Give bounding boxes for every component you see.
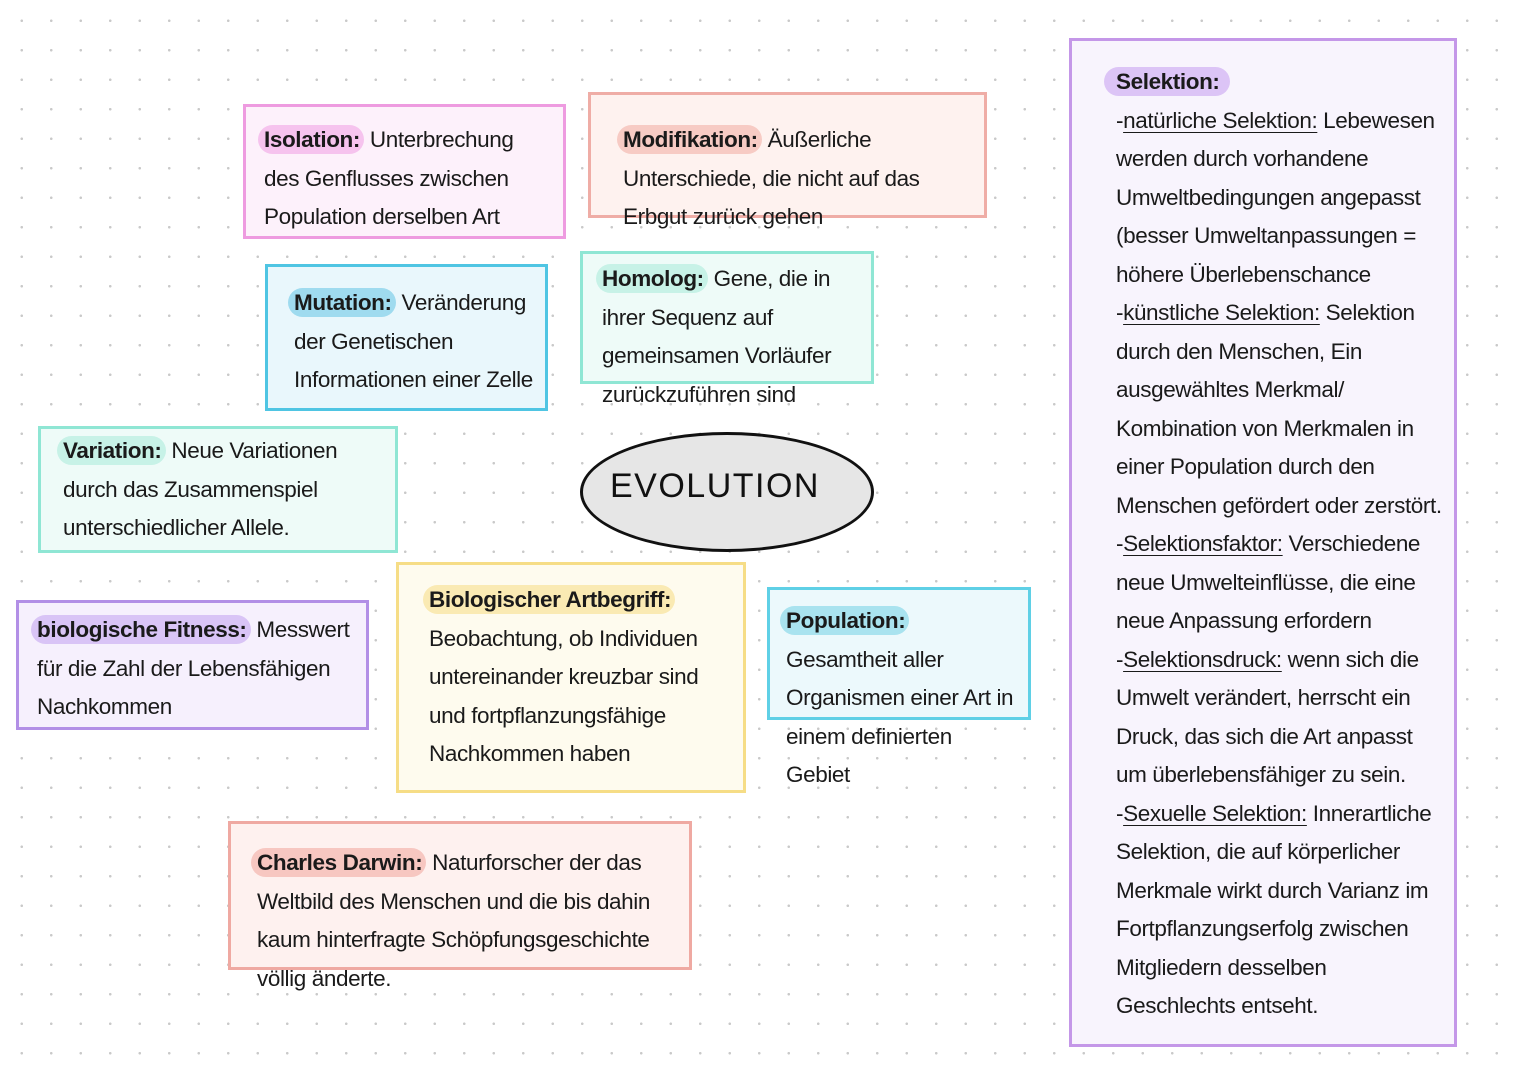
item-prefix: -	[1116, 107, 1124, 133]
item-text: Verschiedene neue Umwelteinflüsse, die e…	[1116, 531, 1421, 633]
item-text: Lebewesen werden durch vorhandene Umwelt…	[1116, 107, 1435, 287]
central-topic-label: EVOLUTION	[610, 466, 820, 505]
item-text: wenn sich die Umwelt verändert, herrscht…	[1116, 646, 1419, 788]
selektion-item: -natürliche Selektion: Lebewesen werden …	[1116, 102, 1444, 295]
card-homolog: Homolog: Gene, die in ihrer Sequenz auf …	[580, 251, 874, 407]
card-population: Population: Gesamtheit aller Organismen …	[767, 587, 1031, 787]
selektion-item: -künstliche Selektion: Selektion durch d…	[1116, 294, 1444, 525]
item-text: Innerartliche Selektion, die auf körperl…	[1116, 800, 1432, 1019]
term-label: Biologischer Artbegriff:	[423, 585, 676, 614]
definition-text: Veränderung der Genetischen Informatione…	[294, 290, 533, 392]
term-label: Modifikation:	[617, 125, 762, 154]
definition-text: Gene, die in ihrer Sequenz auf gemeinsam…	[602, 266, 832, 407]
card-charles-darwin: Charles Darwin: Naturforscher der das We…	[228, 821, 692, 991]
selektion-item: -Selektionsdruck: wenn sich die Umwelt v…	[1116, 641, 1444, 795]
item-subterm: Selektionsfaktor:	[1123, 531, 1283, 556]
item-prefix: -	[1116, 531, 1124, 556]
card-selektion: Selektion: -natürliche Selektion: Lebewe…	[1069, 38, 1457, 1047]
item-prefix: -	[1116, 646, 1124, 672]
definition-text: Neue Variationen durch das Zusammenspiel…	[63, 438, 338, 540]
card-biologische-fitness: biologische Fitness: Messwert für die Za…	[16, 600, 369, 730]
term-label: Selektion:	[1104, 67, 1230, 96]
term-label: biologische Fitness:	[31, 615, 251, 644]
item-prefix: -	[1116, 800, 1124, 826]
term-label: Variation:	[57, 436, 166, 465]
card-modifikation: Modifikation: Äußerliche Unterschiede, d…	[588, 92, 987, 229]
term-label: Isolation:	[258, 125, 364, 154]
term-label: Homolog:	[596, 264, 708, 293]
selektion-item: -Sexuelle Selektion: Innerartliche Selek…	[1116, 795, 1444, 1026]
item-text: Selektion durch den Menschen, Ein ausgew…	[1116, 300, 1442, 518]
term-label: Mutation:	[288, 288, 396, 317]
card-biologischer-artbegriff: Biologischer Artbegriff: Beobachtung, ob…	[396, 562, 746, 793]
item-prefix: -	[1116, 300, 1124, 325]
card-variation: Variation: Neue Variationen durch das Zu…	[38, 426, 398, 553]
item-subterm: Selektionsdruck:	[1123, 646, 1282, 672]
definition-text: Gesamtheit aller Organismen einer Art in…	[786, 646, 1014, 788]
item-subterm: natürliche Selektion:	[1123, 107, 1318, 133]
item-subterm: Sexuelle Selektion:	[1123, 800, 1307, 826]
definition-text: Beobachtung, ob Individuen untereinander…	[429, 625, 699, 767]
central-topic-node: EVOLUTION	[580, 432, 874, 552]
definition-text: Naturforscher der das Weltbild des Mensc…	[257, 850, 650, 991]
term-label: Population:	[780, 606, 910, 635]
selektion-item: -Selektionsfaktor: Verschiedene neue Umw…	[1116, 525, 1444, 641]
definition-text: Messwert für die Zahl der Lebensfähigen …	[37, 617, 350, 719]
card-mutation: Mutation: Veränderung der Genetischen In…	[265, 264, 548, 411]
definition-text: Äußerliche Unterschiede, die nicht auf d…	[623, 127, 920, 229]
card-isolation: Isolation: Unterbrechung des Genflusses …	[243, 104, 566, 239]
definition-text: Unterbrechung des Genflusses zwischen Po…	[264, 127, 514, 229]
term-label: Charles Darwin:	[251, 848, 427, 877]
item-subterm: künstliche Selektion:	[1123, 300, 1320, 325]
